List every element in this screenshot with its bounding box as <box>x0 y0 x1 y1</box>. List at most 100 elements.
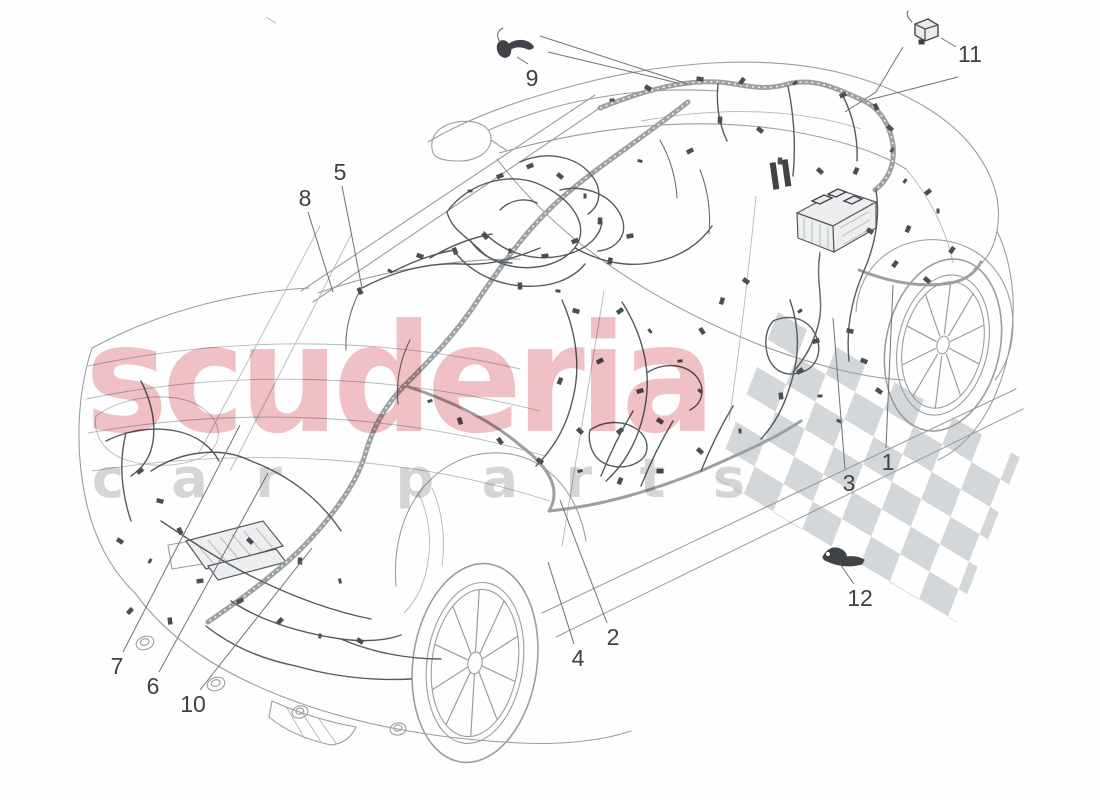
front-wheel-spokes <box>431 589 519 737</box>
callout-number-1: 1 <box>882 449 895 475</box>
fuse-box <box>769 159 878 254</box>
callout-number-4: 4 <box>572 645 585 671</box>
connector-mark <box>795 367 805 375</box>
connector-mark <box>852 166 860 176</box>
connector-mark <box>115 537 125 545</box>
connector-mark <box>495 172 505 180</box>
connector-mark <box>541 253 549 259</box>
connector-mark <box>595 357 605 365</box>
callout-number-3: 3 <box>843 470 856 496</box>
connector-mark <box>656 468 664 474</box>
connector-mark <box>874 387 884 395</box>
callout-number-6: 6 <box>147 673 160 699</box>
connector-mark <box>626 233 634 239</box>
harness-connectors <box>115 76 956 645</box>
wiring-harness-lines <box>105 83 879 681</box>
connector-mark <box>125 606 135 616</box>
connector-mark <box>904 224 912 234</box>
connector-mark <box>245 536 255 546</box>
leader-guide-layer <box>539 35 959 113</box>
connector-mark <box>535 457 545 465</box>
connector-mark <box>615 307 625 315</box>
car-body-outline <box>78 16 1024 746</box>
connector-mark <box>156 498 164 504</box>
callout-number-9: 9 <box>526 65 539 91</box>
leader-line-12 <box>839 563 855 585</box>
connector-mark <box>318 633 322 639</box>
connector-mark <box>846 328 854 334</box>
connector-mark <box>615 427 625 435</box>
connector-mark <box>597 217 603 225</box>
leader-line-7 <box>122 424 241 653</box>
connector-mark <box>923 188 933 196</box>
connector-mark <box>517 282 523 290</box>
connector-mark <box>355 637 365 645</box>
connector-mark <box>297 557 303 565</box>
connector-mark <box>836 418 842 424</box>
connector-mark <box>609 98 615 102</box>
leader-line-5 <box>341 185 363 289</box>
connector-mark <box>865 227 875 235</box>
connector-mark <box>677 359 683 363</box>
connector-mark <box>647 328 653 334</box>
connector-mark <box>508 248 512 254</box>
connector-mark <box>717 116 723 124</box>
part-11-relay <box>906 10 939 45</box>
connector-mark <box>525 162 535 170</box>
rear-wheel-spokes <box>901 281 985 409</box>
connector-mark <box>555 289 561 293</box>
connector-mark <box>415 252 425 260</box>
connector-mark <box>872 102 880 112</box>
connector-mark <box>387 268 393 274</box>
callout-number-2: 2 <box>607 624 620 650</box>
watermark-brand: scuderia <box>85 293 710 467</box>
checkered-flag-watermark <box>714 312 1020 623</box>
callout-number-11: 11 <box>958 41 982 67</box>
connector-mark <box>885 123 895 133</box>
connector-mark <box>797 308 803 314</box>
connector-mark <box>948 245 956 255</box>
leader-line-2 <box>559 499 608 624</box>
watermark-tagline: car parts <box>92 447 745 510</box>
leader-line-10 <box>199 547 313 691</box>
connector-mark <box>902 178 908 184</box>
connector-mark <box>936 208 940 214</box>
connector-mark <box>235 597 245 605</box>
connector-mark <box>637 158 643 164</box>
connector-mark <box>697 388 703 394</box>
main-wiring-looms <box>205 79 983 625</box>
connector-mark <box>815 166 825 176</box>
connector-mark <box>635 387 645 395</box>
connector-mark <box>575 426 585 436</box>
leader-line-1 <box>885 284 894 449</box>
guide-line-2 <box>547 51 679 84</box>
connector-mark <box>838 91 848 99</box>
leader-line-9 <box>516 56 529 65</box>
connector-mark <box>695 446 705 456</box>
connector-mark <box>718 296 726 306</box>
connector-mark <box>792 80 798 86</box>
leader-line-3 <box>832 317 846 470</box>
connector-mark <box>655 417 665 425</box>
connector-mark <box>356 286 364 296</box>
connector-mark <box>583 193 587 199</box>
part-9-clip <box>496 27 534 58</box>
connector-mark <box>778 392 784 400</box>
leader-line-4 <box>547 561 575 645</box>
connector-mark <box>135 467 145 475</box>
connector-mark <box>889 147 895 153</box>
connector-mark <box>427 398 433 404</box>
connector-mark <box>337 578 343 584</box>
connector-mark <box>456 416 464 426</box>
callout-number-12: 12 <box>847 585 873 611</box>
callout-number-5: 5 <box>334 159 347 185</box>
connector-mark <box>570 237 580 245</box>
leader-line-6 <box>158 472 269 673</box>
connector-mark <box>481 231 489 241</box>
callout-number-7: 7 <box>111 653 124 679</box>
guide-line-4 <box>867 76 959 101</box>
connector-mark <box>755 126 765 134</box>
connector-mark <box>577 468 583 474</box>
